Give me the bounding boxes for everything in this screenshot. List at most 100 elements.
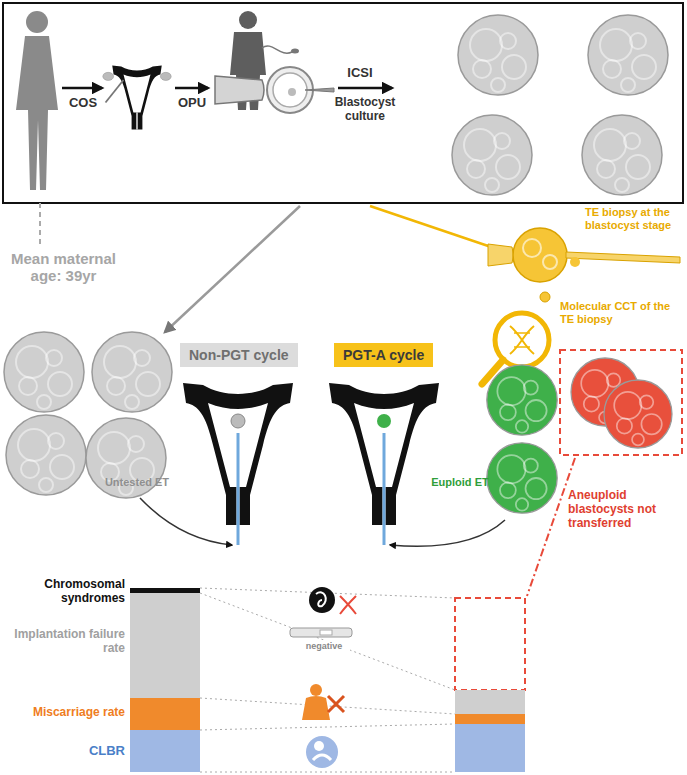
bar-right-part — [455, 724, 525, 772]
te-biopsy-icon-part — [566, 252, 680, 263]
transfer-arrow — [390, 520, 505, 546]
age-note: Mean maternal age: 39yr — [6, 250, 121, 285]
aneuploid-box — [560, 350, 682, 455]
step-label: COS — [58, 96, 108, 111]
icsi-icon-part — [215, 76, 264, 104]
bar-label: Miscarriage rate — [3, 706, 125, 720]
bar-left-part — [130, 593, 200, 698]
fetus-dna-icon — [309, 587, 356, 614]
bar-right — [455, 598, 525, 772]
bar-label: Chromosomal syndromes — [3, 578, 125, 606]
woman-silhouette — [16, 11, 58, 190]
transfer-label: Euploid ET — [420, 476, 500, 489]
cycle-label: Non-PGT cycle — [189, 347, 289, 363]
te-biopsy-icon-part — [540, 292, 550, 302]
bar-link-lines-part — [200, 772, 455, 773]
bar-label: Implantation failure rate — [3, 628, 125, 656]
transfer-label: Untested ET — [92, 476, 182, 489]
magnifier-dna-part — [514, 332, 530, 334]
process-arrows-part — [338, 87, 392, 90]
miscarriage-icon-part — [328, 696, 344, 712]
te-biopsy-icon — [488, 228, 680, 302]
euploid-blastocysts — [487, 365, 557, 513]
uterus-left — [183, 383, 293, 545]
untested-blastocysts — [4, 332, 172, 498]
miscarriage-icon-part — [310, 684, 322, 696]
non-pgt-branch — [165, 206, 300, 332]
bar-left — [130, 588, 200, 772]
bar-right-part — [455, 598, 525, 690]
fetus-dna-icon-part — [316, 592, 326, 606]
te-biopsy-icon-part — [570, 257, 580, 267]
cycle-label-box: PGT-A cycle — [334, 343, 433, 367]
ovary-icon-part — [160, 72, 171, 80]
te-biopsy-icon-part — [488, 244, 514, 266]
bar-label: CLBR — [3, 744, 125, 759]
uterus-left-part — [237, 433, 240, 545]
baby-icon-part — [306, 736, 338, 768]
icsi-icon — [215, 67, 334, 113]
cycle-label-box: Non-PGT cycle — [180, 343, 298, 367]
magnifier-dna-part — [514, 346, 530, 348]
ovary-icon — [103, 66, 171, 130]
aneuploid-blastocysts-part — [604, 380, 672, 448]
icsi-icon-part — [273, 73, 307, 107]
man-silhouette-part — [239, 11, 257, 29]
bar-left-part — [130, 730, 200, 772]
bar-right-part — [455, 714, 525, 724]
te-biopsy-icon-part — [543, 255, 557, 269]
biopsy-note: TE biopsy at the blastocyst stage — [585, 206, 683, 231]
magnifier-dna-part — [510, 326, 534, 354]
step-label: ICSI — [335, 66, 385, 81]
blastocyst-group-part — [452, 115, 532, 195]
sperm-tail — [262, 46, 292, 53]
blastocyst-group-part — [582, 115, 662, 195]
blastocyst-group-part — [458, 15, 538, 95]
aneuploid-note: Aneuploid blastocysts not transferred — [566, 488, 686, 531]
euploid-blastocysts-part — [487, 365, 557, 435]
bar-link-lines — [200, 588, 455, 772]
baby-icon — [306, 736, 338, 768]
untested-blastocysts-part — [4, 332, 84, 412]
untested-blastocysts-part — [92, 332, 172, 412]
process-arrows-part — [175, 87, 208, 90]
pregnancy-test-icon — [290, 628, 352, 637]
woman-silhouette-part — [26, 11, 48, 33]
process-arrows-part — [62, 87, 102, 90]
ovary-icon-part — [112, 66, 162, 130]
age-leader — [39, 203, 41, 245]
uterus-right-part — [377, 414, 391, 428]
untested-blastocysts-part — [6, 415, 86, 495]
uterus-left-part — [231, 414, 245, 428]
sperm-head — [291, 49, 299, 54]
woman-silhouette-part — [16, 36, 58, 190]
cct-note: Molecular CCT of the TE biopsy — [560, 300, 678, 325]
te-biopsy-icon-part — [513, 228, 567, 282]
blastocyst-group-part — [588, 15, 668, 95]
baby-icon-part — [314, 741, 324, 751]
fetus-dna-icon-part — [309, 587, 335, 613]
baby-icon-part — [313, 755, 331, 760]
icsi-icon-part — [288, 88, 296, 96]
pregnancy-test-icon-part — [290, 628, 352, 637]
bar-left-part — [130, 698, 200, 730]
fetus-dna-icon-part — [340, 596, 356, 614]
uterus-right — [329, 383, 439, 545]
icsi-icon-part — [305, 88, 334, 92]
ovary-icon-part — [103, 72, 114, 80]
aneuploid-blastocysts — [571, 358, 672, 448]
cycle-label: PGT-A cycle — [343, 347, 424, 363]
transfer-arrow — [140, 498, 232, 545]
step-label: OPU — [167, 96, 217, 111]
top-panel — [3, 3, 683, 203]
ovary-icon-part — [106, 80, 124, 103]
bar-right-part — [455, 690, 525, 714]
bar-link-lines-part — [200, 724, 455, 730]
pregnancy-test-icon-part — [320, 630, 332, 635]
uterus-right-part — [383, 433, 386, 545]
bar-left-part — [130, 588, 200, 593]
step-label: Blastocyst culture — [328, 96, 402, 124]
blastocyst-group — [452, 15, 668, 195]
magnifier-dna-part — [510, 326, 534, 354]
